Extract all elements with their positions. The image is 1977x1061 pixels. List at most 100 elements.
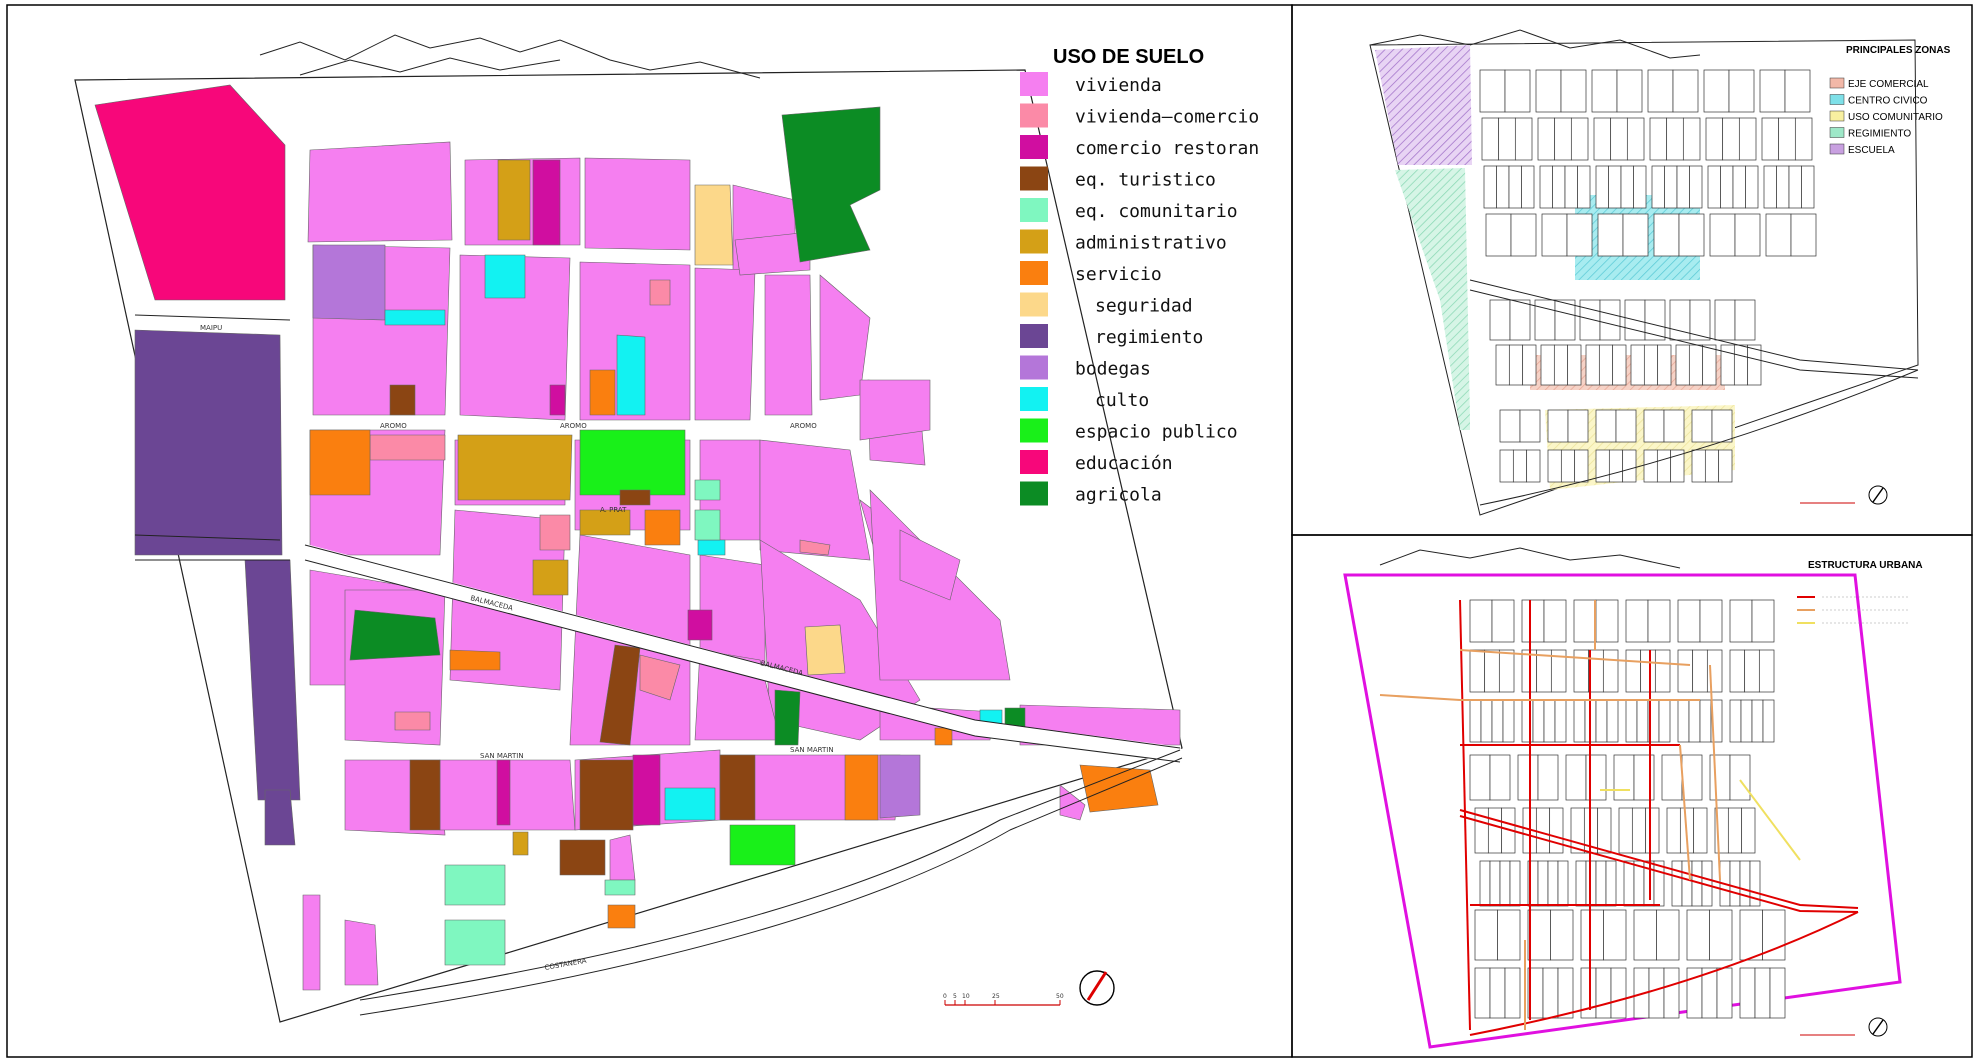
building-block	[1527, 909, 1551, 961]
parcel-servicio	[309, 429, 371, 496]
building-block	[1479, 860, 1491, 907]
parcel-comercio-restoran-5	[549, 384, 566, 416]
building-block	[1729, 599, 1753, 643]
parcel-seguridad-2	[804, 624, 846, 676]
building-block	[1543, 699, 1556, 743]
building-block	[1615, 409, 1637, 443]
building-block	[1707, 165, 1721, 209]
parcel-regimiento	[134, 329, 283, 556]
tertiary-roads	[1600, 779, 1801, 861]
building-block	[1658, 699, 1671, 743]
legend-swatch	[1020, 103, 1048, 128]
legend-item-vivienda-comercio: vivienda—comercio	[1020, 103, 1259, 128]
parcel-espacio-publico-2	[729, 824, 796, 866]
urban-structure-map: ESTRUCTURA URBANA	[1343, 547, 1923, 1049]
svg-text:MAIPU: MAIPU	[200, 324, 222, 332]
building-block	[1498, 117, 1516, 161]
building-block	[1801, 165, 1815, 209]
building-block	[1579, 299, 1601, 341]
building-block	[1547, 409, 1569, 443]
building-block	[1625, 649, 1642, 693]
legend-swatch	[1829, 94, 1845, 105]
parcel-educacion	[94, 84, 286, 301]
building-block	[1623, 860, 1635, 907]
building-block	[1570, 117, 1589, 161]
building-block	[1663, 967, 1680, 1019]
parcel-eq-comunitario-3	[694, 479, 721, 501]
building-block	[1647, 69, 1674, 113]
zones-legend-item: EJE COMERCIAL	[1829, 77, 1929, 90]
parcel-vivienda-comercio-3	[639, 654, 681, 701]
svg-text:COSTANERA: COSTANERA	[544, 957, 587, 972]
building-block	[1647, 599, 1671, 643]
building-block	[1636, 699, 1649, 743]
building-block	[1474, 967, 1491, 1019]
building-block	[1631, 807, 1647, 854]
building-block	[1550, 909, 1574, 961]
building-block	[1705, 117, 1724, 161]
building-block	[1479, 69, 1506, 113]
building-block	[1666, 807, 1681, 854]
svg-text:10: 10	[962, 993, 970, 1000]
parcel-culto	[484, 254, 526, 299]
building-block	[1727, 807, 1743, 854]
building-block	[1522, 344, 1537, 386]
building-block	[1653, 213, 1680, 257]
building-block	[1532, 699, 1545, 743]
building-block	[1656, 909, 1680, 961]
building-block	[1598, 344, 1614, 386]
building-block	[1573, 649, 1590, 693]
building-block	[1521, 599, 1545, 643]
building-block	[1741, 807, 1756, 854]
building-block	[1495, 344, 1510, 386]
parcel-eq-turistico	[389, 384, 416, 416]
terrain-contour	[259, 34, 761, 79]
building-block	[1739, 909, 1763, 961]
legend-swatch	[1020, 355, 1048, 380]
building-block	[1633, 909, 1657, 961]
building-block	[1616, 69, 1643, 113]
legend-swatch	[1020, 135, 1048, 159]
building-block	[1677, 699, 1690, 743]
legend-item-educacion: educación	[1020, 450, 1173, 474]
building-block	[1595, 409, 1617, 443]
parcel-servicio-4	[449, 649, 501, 671]
building-block	[1591, 69, 1618, 113]
building-block	[1681, 754, 1703, 801]
parcel-eq-turistico-2	[409, 759, 441, 831]
parcel-eq-turistico-4	[599, 644, 641, 746]
building-block	[1653, 860, 1665, 907]
land-use-legend: USO DE SUELO viviendavivienda—comercioco…	[1020, 46, 1259, 506]
parcel-eq-turistico-5	[719, 754, 756, 821]
building-block	[1758, 649, 1775, 693]
legend-label: bodegas	[1075, 359, 1151, 380]
parcel-eq-comunitario	[444, 864, 506, 906]
parcel-bodegas	[312, 244, 386, 321]
building-block	[1597, 213, 1624, 257]
building-block	[1521, 165, 1535, 209]
parcel-comercio-restoran-3	[687, 609, 713, 641]
parcel-vivienda-comercio-2	[649, 279, 671, 306]
building-block	[1688, 344, 1704, 386]
building-block	[1739, 860, 1751, 907]
building-block	[1691, 409, 1713, 443]
building-block	[1709, 213, 1736, 257]
legend-swatch	[1829, 127, 1845, 138]
building-block	[1689, 299, 1711, 341]
building-block	[1602, 649, 1619, 693]
building-block	[1677, 649, 1694, 693]
building-block	[1597, 807, 1612, 854]
secondary-roads	[1379, 600, 1721, 1030]
building-block	[1608, 165, 1622, 209]
building-block	[1648, 967, 1665, 1019]
parcel-administrativo-2	[497, 159, 531, 241]
building-block	[1564, 165, 1578, 209]
north-arrow-icon	[1868, 485, 1888, 505]
parcel-administrativo-4	[532, 559, 569, 596]
building-block	[1483, 165, 1497, 209]
building-block	[1540, 344, 1555, 386]
building-block	[1666, 117, 1684, 161]
building-block	[1759, 69, 1786, 113]
building-block	[1502, 699, 1515, 743]
legend-swatch	[1020, 72, 1048, 96]
